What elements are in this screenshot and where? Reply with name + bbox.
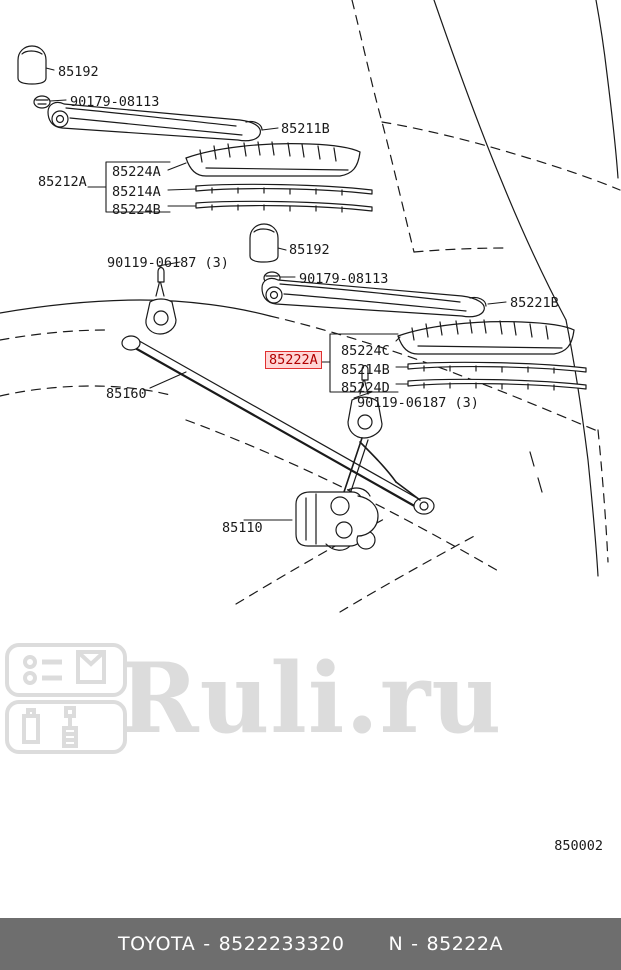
footer-code-prefix: N bbox=[388, 933, 404, 955]
footer-part-number: 8522233320 bbox=[218, 933, 345, 955]
label-85222a-highlighted: 85222A bbox=[265, 351, 322, 369]
label-85192-top: 85192 bbox=[58, 64, 99, 80]
label-85110: 85110 bbox=[222, 520, 263, 536]
label-85224d: 85224D bbox=[341, 380, 390, 396]
label-85224b: 85224B bbox=[112, 202, 161, 218]
footer-code-value: 85222A bbox=[426, 933, 503, 955]
label-85192-mid: 85192 bbox=[289, 242, 330, 258]
footer-separator: - bbox=[203, 933, 211, 955]
diagram-canvas: 85192 90179-08113 85211B 85212A 85224A 8… bbox=[0, 0, 621, 854]
label-85214a: 85214A bbox=[112, 184, 161, 200]
label-85212a: 85212A bbox=[38, 174, 87, 190]
footer-separator-2: - bbox=[411, 933, 419, 955]
label-85160: 85160 bbox=[106, 386, 147, 402]
footer-brand: TOYOTA bbox=[118, 933, 196, 955]
footer-bar: TOYOTA - 8522233320 N - 85222A bbox=[0, 918, 621, 970]
diagram-code: 850002 bbox=[554, 838, 603, 854]
footer-content: TOYOTA - 8522233320 N - 85222A bbox=[118, 933, 503, 955]
label-85224c: 85224C bbox=[341, 343, 390, 359]
label-90119-06187-lower: 90119-06187 (3) bbox=[357, 395, 479, 411]
wiper-assembly-drawing bbox=[0, 0, 621, 613]
label-90179-08113-mid: 90179-08113 bbox=[299, 271, 389, 287]
label-85224a: 85224A bbox=[112, 164, 161, 180]
label-90179-08113-top: 90179-08113 bbox=[70, 94, 160, 110]
label-85221b: 85221B bbox=[510, 295, 559, 311]
label-85211b: 85211B bbox=[281, 121, 330, 137]
label-90119-06187-upper: 90119-06187 (3) bbox=[107, 255, 229, 271]
label-85214b: 85214B bbox=[341, 362, 390, 378]
